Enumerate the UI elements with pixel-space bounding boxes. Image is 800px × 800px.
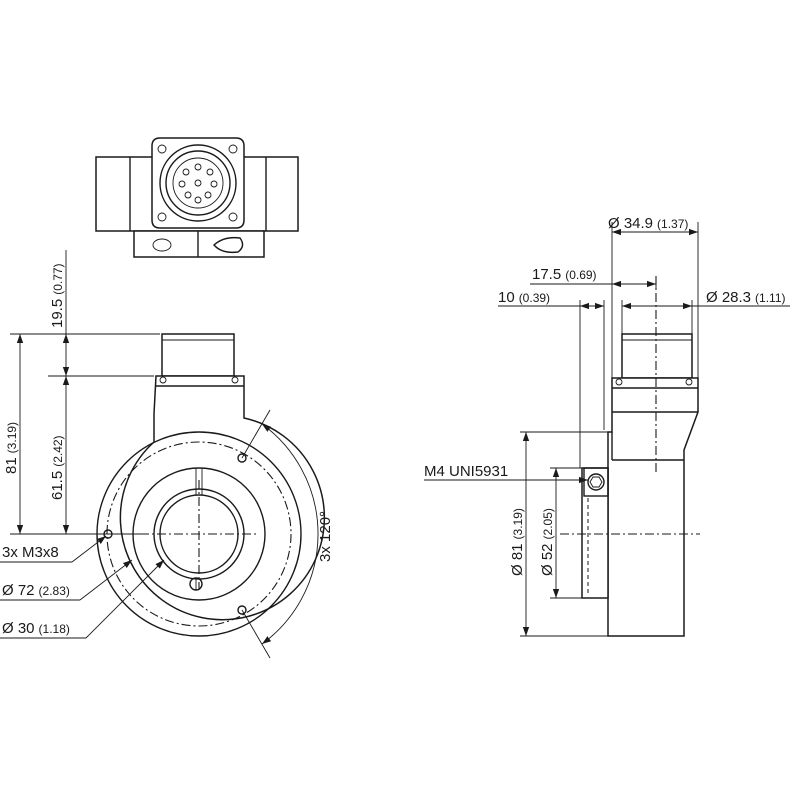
connector-screw-icon (228, 212, 238, 222)
label-clamp-screw: M4 UNI5931 (424, 463, 508, 480)
clamp-slot-icon (213, 236, 244, 254)
connector-screw-icon (157, 212, 167, 222)
clamp-screw-icon (587, 473, 605, 491)
label-angle: 3x 120° (317, 511, 334, 562)
dim-offset-b: 10(0.39) (498, 289, 550, 306)
dim-connector-dia: Ø 28.3(1.11) (706, 289, 786, 306)
dim-height-bore: 61.5(2.42) (49, 435, 66, 500)
connector-pins-icon (178, 163, 218, 204)
side-screw-icon (685, 378, 693, 386)
dim-offset-a: 17.5(0.69) (532, 266, 597, 283)
top-view (95, 137, 299, 258)
side-view (560, 276, 700, 637)
connector-body (159, 144, 237, 222)
side-screw-icon (615, 378, 623, 386)
front-connector (161, 333, 235, 377)
side-dimensions: Ø 34.9(1.37) 17.5(0.69) 10(0.39) Ø 28.3(… (424, 215, 790, 637)
angle-arc (261, 423, 319, 645)
dim-width-total: Ø 34.9(1.37) (608, 215, 688, 232)
mount-hole-icon (237, 605, 247, 615)
front-view (96, 333, 326, 637)
label-screws: 3x M3x8 (2, 544, 59, 561)
dim-flange-dia: Ø 52(2.05) (539, 508, 556, 576)
mount-hole-icon (237, 453, 247, 463)
dim-outer-dia: Ø 81(3.19) (509, 508, 526, 576)
label-bolt-circle: Ø 72(2.83) (2, 582, 70, 599)
front-screw-icon (159, 376, 167, 384)
dim-height-total: 81(3.19) (3, 422, 20, 474)
side-clamp (581, 467, 609, 599)
label-bore: Ø 30(1.18) (2, 620, 70, 637)
side-body (607, 377, 699, 637)
front-dimensions: 81(3.19) 61.5(2.42) 19.5(0.77) 3x M3x8 Ø… (0, 250, 334, 659)
dim-connector-height: 19.5(0.77) (49, 263, 66, 328)
front-body (119, 375, 326, 621)
connector-screw-icon (157, 144, 167, 154)
side-connector (621, 333, 693, 379)
bolt-circle (106, 441, 292, 627)
clamp-slot-icon (152, 238, 172, 252)
connector-screw-icon (228, 144, 238, 154)
front-screw-icon (231, 376, 239, 384)
